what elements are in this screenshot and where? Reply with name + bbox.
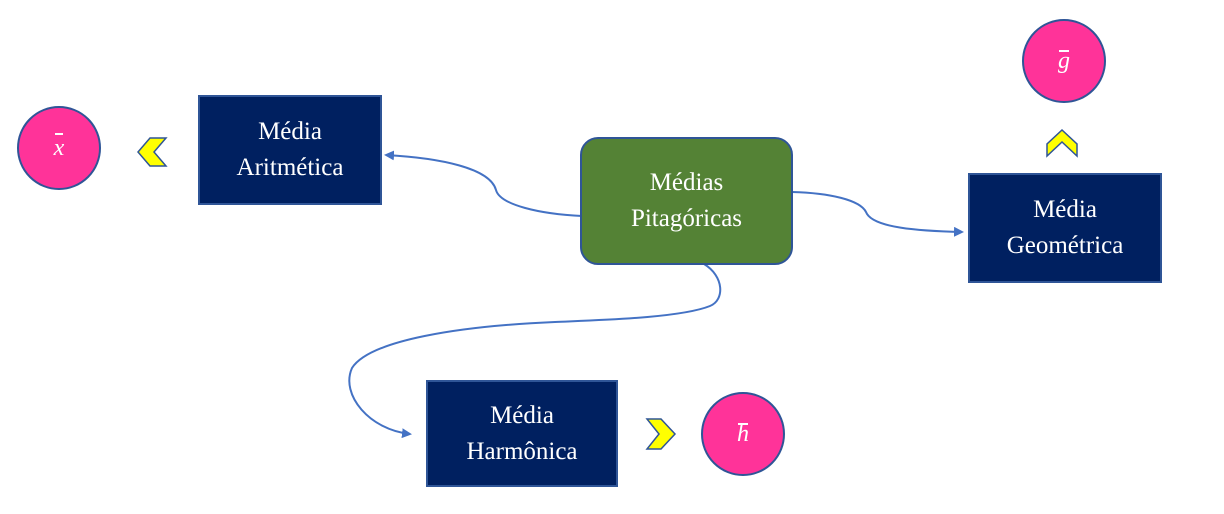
- node-harmonic-mean-line2: Harmônica: [466, 437, 578, 465]
- node-arithmetic-mean-line2: Aritmética: [236, 154, 344, 181]
- h-bar-symbol: h: [737, 420, 749, 447]
- x-bar-symbol: x: [53, 132, 65, 161]
- symbol-harmonic-mean: h: [701, 392, 785, 476]
- node-arithmetic-mean-line1: Média: [258, 118, 322, 145]
- connector-to-harmonic: [348, 263, 722, 439]
- connector-to-arithmetic: [384, 150, 583, 217]
- chevron-up-icon: [1046, 128, 1078, 158]
- symbol-geometric-mean: g: [1022, 19, 1106, 103]
- symbol-arithmetic-mean: x: [17, 106, 101, 190]
- connector-to-geometric: [791, 191, 964, 237]
- node-harmonic-mean[interactable]: Média Harmônica: [426, 380, 618, 487]
- node-geometric-mean[interactable]: Média Geométrica: [968, 173, 1162, 283]
- node-arithmetic-mean[interactable]: Média Aritmética: [198, 95, 382, 205]
- chevron-left-icon: [137, 137, 168, 167]
- node-geometric-mean-line1: Média: [1033, 196, 1097, 223]
- node-harmonic-mean-line1: Média: [490, 401, 554, 429]
- node-pythagorean-means-line2: Pitagóricas: [630, 205, 743, 232]
- node-geometric-mean-line2: Geométrica: [1006, 232, 1124, 259]
- g-bar-symbol: g: [1058, 47, 1070, 74]
- chevron-right-icon: [645, 418, 677, 450]
- node-pythagorean-means[interactable]: Médias Pitagóricas: [580, 137, 793, 265]
- node-pythagorean-means-line1: Médias: [649, 169, 724, 196]
